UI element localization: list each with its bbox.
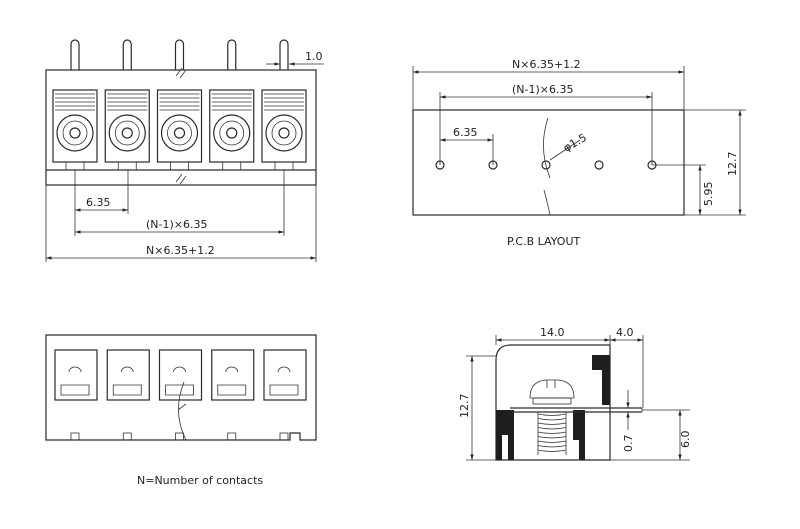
span-label: (N-1)×6.35 — [146, 218, 208, 231]
pcb-span-label: (N-1)×6.35 — [512, 83, 574, 96]
screw-outer — [160, 114, 199, 152]
rear-cell — [54, 349, 98, 401]
pin — [70, 39, 80, 70]
rear-cell — [106, 349, 150, 401]
pcb-overall-label: N×6.35+1.2 — [512, 58, 581, 71]
screw-head — [226, 127, 238, 139]
terminal-foot — [222, 161, 242, 171]
screw-thread — [537, 422, 567, 425]
hole-diameter-label: φ1.5 — [561, 131, 589, 155]
screw-outer — [265, 114, 303, 152]
wire-entry — [217, 366, 247, 396]
screw-thread — [537, 418, 567, 421]
screw-outer — [108, 114, 146, 152]
pcb-hole — [541, 160, 551, 170]
wire-entry — [269, 366, 299, 396]
screw-thread — [537, 413, 567, 416]
pin-width-label: 1.0 — [305, 50, 323, 63]
screw-head — [69, 127, 81, 139]
pin — [122, 39, 132, 70]
pcb-pitch-label: 6.35 — [453, 126, 478, 139]
screw-ring — [219, 120, 245, 146]
pcb-layout-title: P.C.B LAYOUT — [507, 235, 581, 248]
wire-entry — [60, 366, 90, 396]
pcb-hole — [594, 160, 604, 170]
screw-thread — [537, 436, 567, 439]
screw-thread — [537, 440, 567, 443]
side-view: 14.0 4.0 12.7 0.7 6.0 — [458, 326, 692, 461]
pcb-height-label: 12.7 — [726, 152, 739, 177]
screw-ring — [114, 120, 140, 146]
rear-cell — [263, 349, 307, 401]
terminal-foot — [117, 161, 137, 171]
rear-view: N=Number of contacts — [45, 334, 317, 487]
screw-ring — [271, 120, 297, 146]
base-notch — [175, 432, 184, 441]
screw-thread — [537, 427, 567, 430]
wire-entry — [165, 366, 194, 396]
screw-thread — [537, 445, 567, 448]
front-view: 6.35 (N-1)×6.35 N×6.35+1.2 1.0 — [45, 39, 324, 262]
terminal-foot — [274, 161, 294, 171]
hole-offset-label: 5.95 — [702, 182, 715, 207]
rear-cell — [211, 349, 255, 401]
pin-height-label: 6.0 — [679, 431, 692, 449]
pitch-label: 6.35 — [86, 196, 111, 209]
base-notch — [279, 432, 289, 441]
rear-cell — [158, 349, 203, 401]
screw-head — [173, 127, 186, 139]
base-notch — [122, 432, 132, 441]
screw-outer — [213, 114, 251, 152]
base-notch — [227, 432, 237, 441]
pin-thickness-label: 0.7 — [622, 435, 635, 453]
terminal-foot — [65, 161, 85, 171]
pin — [174, 39, 185, 70]
screw-outer — [56, 114, 94, 152]
screw-head — [121, 127, 133, 139]
depth-label: 14.0 — [540, 326, 565, 339]
screw-thread — [537, 449, 567, 452]
screw-ring — [167, 120, 192, 146]
screw-ring — [62, 120, 88, 146]
screw-head — [278, 127, 290, 139]
base-notch — [70, 432, 80, 441]
pcb-layout-view: N×6.35+1.2 (N-1)×6.35 6.35 φ1.5 12.7 5.9… — [412, 58, 746, 248]
contacts-note: N=Number of contacts — [137, 474, 263, 487]
screw-thread — [537, 431, 567, 434]
pin — [279, 39, 289, 70]
overall-label: N×6.35+1.2 — [146, 244, 215, 257]
side-height-label: 12.7 — [458, 394, 471, 419]
wire-entry — [112, 366, 142, 396]
pin — [227, 39, 237, 70]
terminal-foot — [170, 161, 189, 171]
pin-protrusion-label: 4.0 — [616, 326, 634, 339]
